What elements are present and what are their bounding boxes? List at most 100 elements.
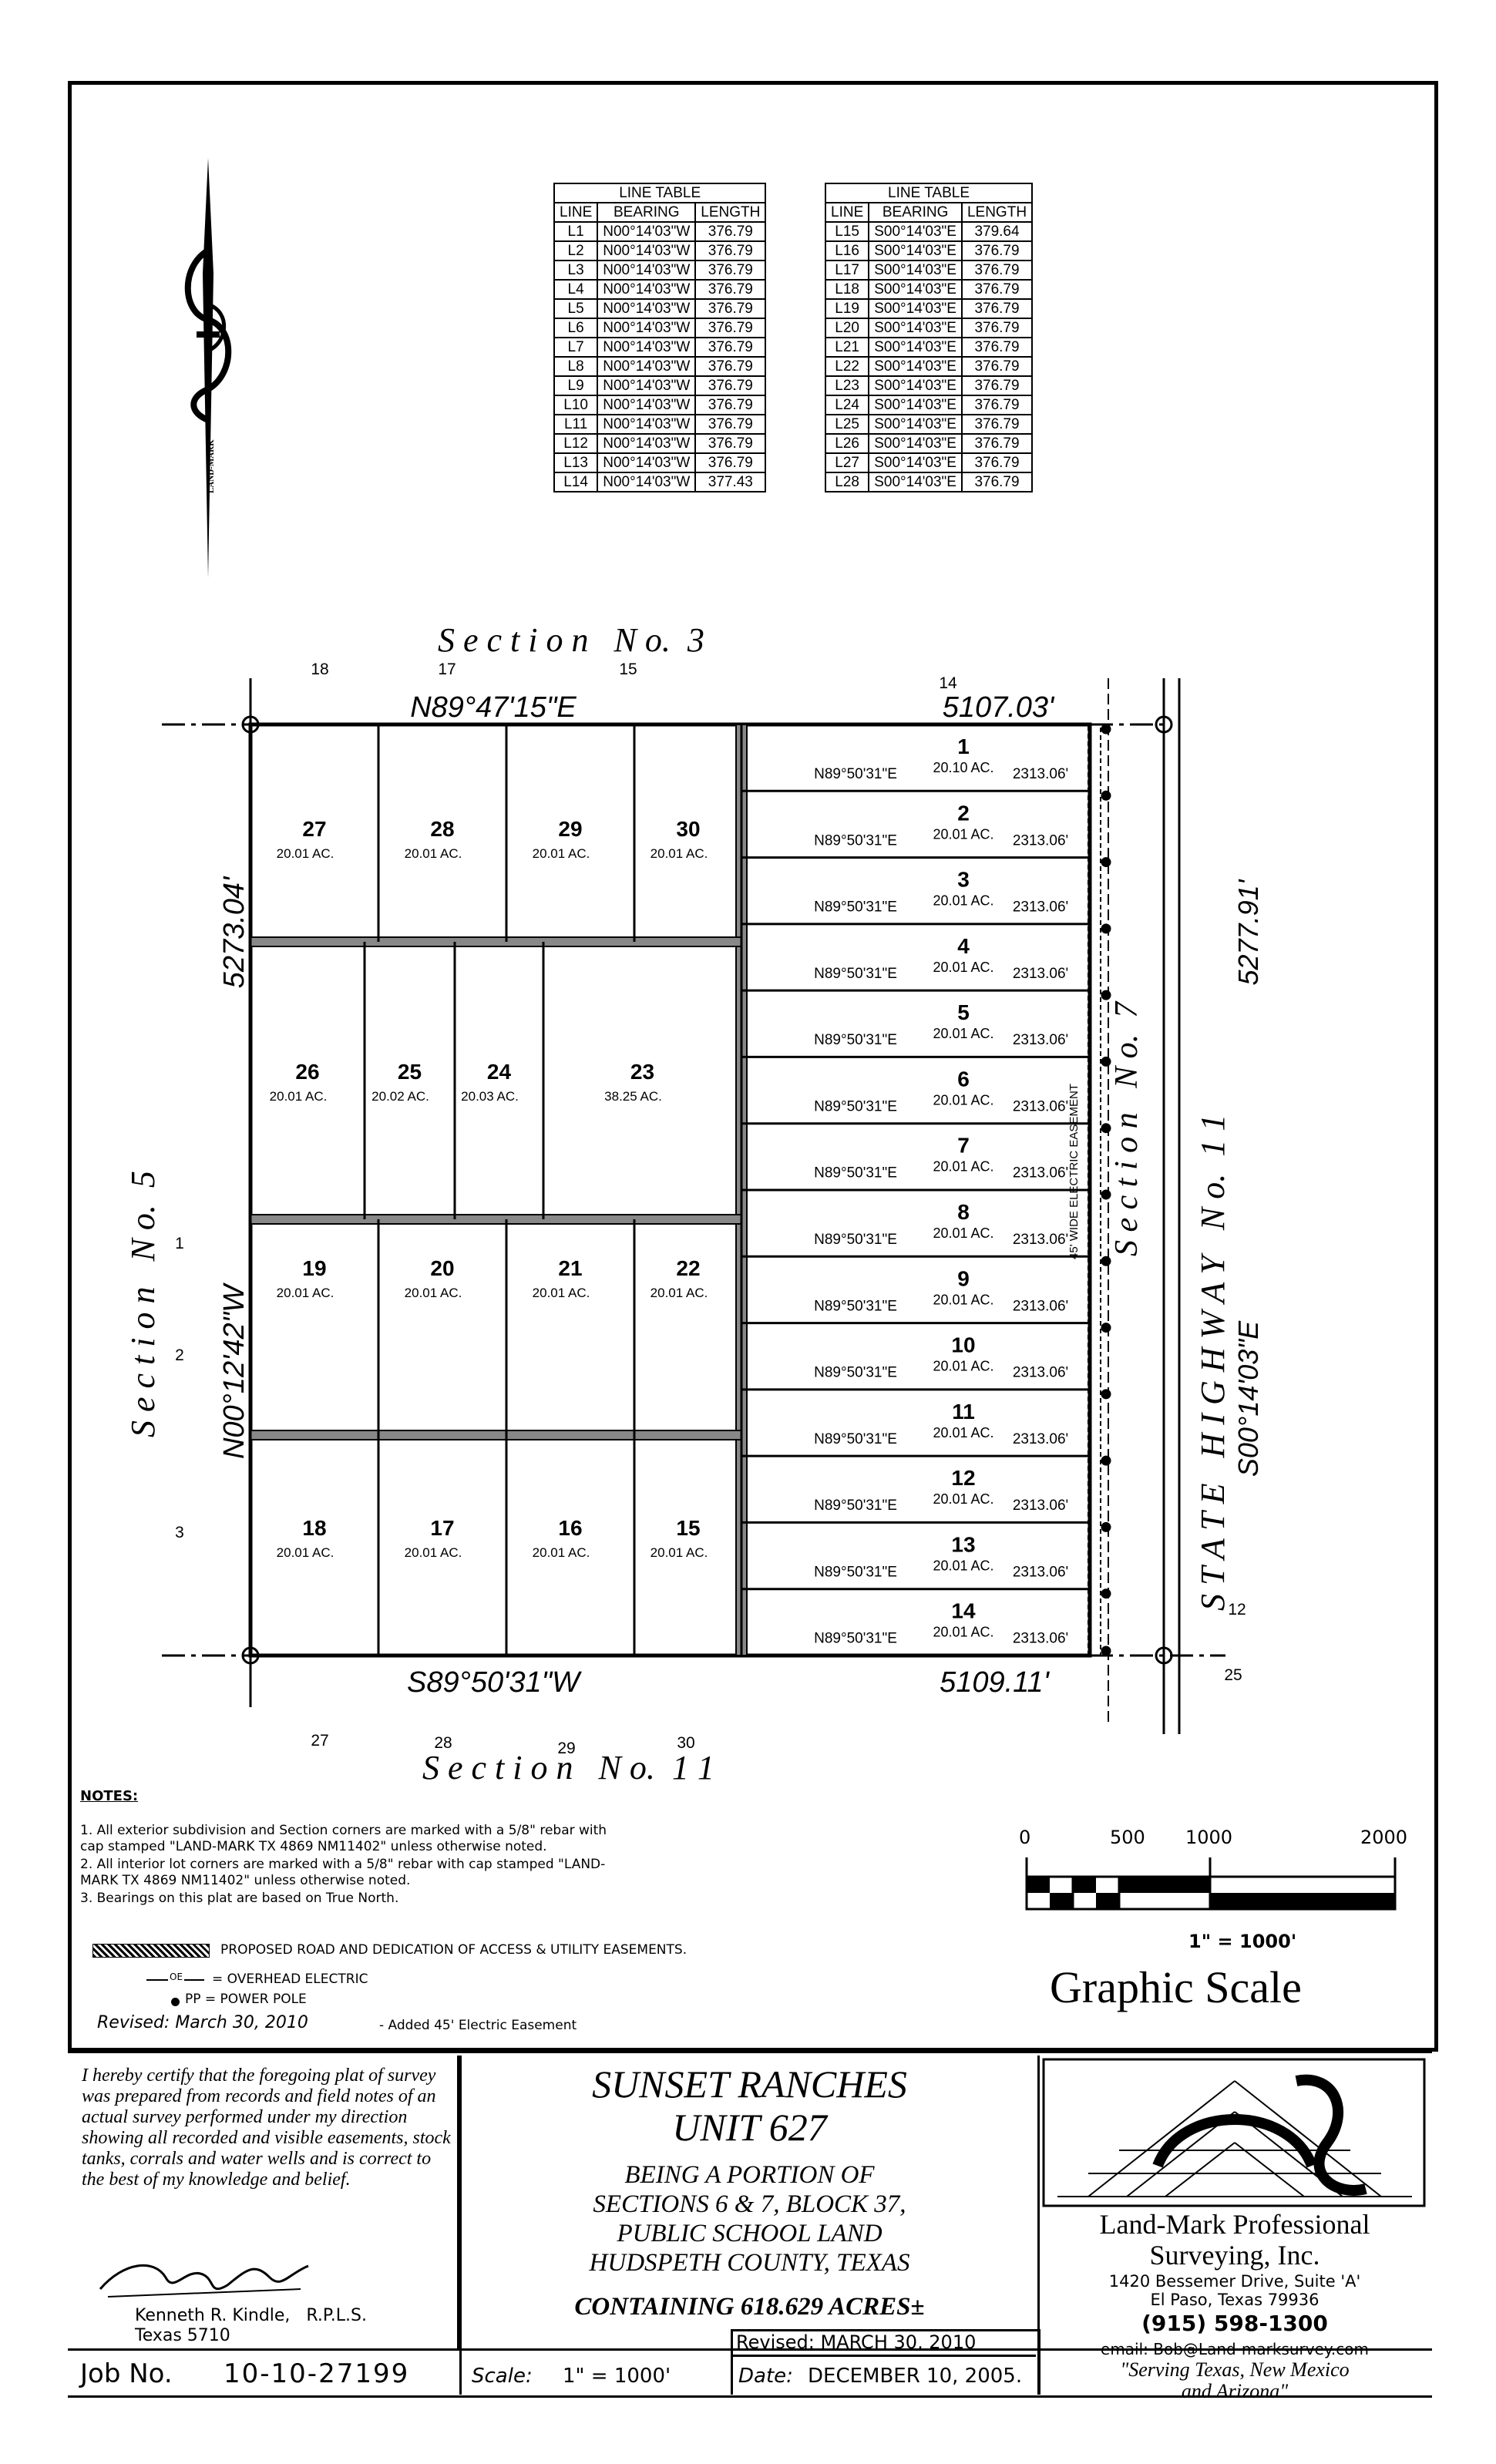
road-legend-swatch: [92, 1944, 210, 1958]
scale-label: Scale:: [472, 2365, 533, 2388]
lot-acreage: 20.01 AC.: [933, 1625, 993, 1640]
line-table-cell: 376.79: [960, 414, 1034, 435]
line-table-header: LENGTH: [694, 202, 767, 223]
lot-number: 9: [957, 1266, 970, 1290]
title-divider-1: [459, 2056, 462, 2395]
lot-number: 14: [951, 1599, 976, 1623]
line-table-cell: S00°14'03"E: [868, 221, 963, 242]
lot-bearing: N89°50'31"E: [814, 1298, 897, 1314]
line-table-cell: 376.79: [960, 375, 1034, 396]
power-pole-icon: [1101, 1521, 1111, 1532]
line-table-cell: L2: [553, 240, 599, 261]
line-table-header: BEARING: [868, 202, 963, 223]
line-table-header: BEARING: [597, 202, 697, 223]
job-label: Job No.: [80, 2358, 173, 2389]
power-pole-icon: [1101, 1323, 1111, 1333]
lot-number: 16: [558, 1516, 582, 1540]
power-pole-icon: [1101, 1588, 1111, 1599]
lot-bearing: N89°50'31"E: [814, 1232, 897, 1248]
lot-acreage: 20.01 AC.: [933, 826, 993, 842]
lot-acreage: 20.01 AC.: [933, 1292, 993, 1307]
line-table-cell: 376.79: [694, 318, 767, 338]
line-table-cell: 376.79: [694, 452, 767, 473]
line-table-cell: 379.64: [960, 221, 1034, 242]
section-number: 12: [1228, 1601, 1246, 1619]
lot-number: 3: [957, 868, 970, 892]
line-table-cell: N00°14'03"W: [597, 318, 697, 338]
line-table-cell: L16: [824, 240, 870, 261]
section-top-label: S e c t i o n N o. 3: [438, 621, 704, 659]
line-table-cell: L7: [553, 337, 599, 358]
lot-bearing: N89°50'31"E: [814, 1365, 897, 1381]
section-number: 25: [1224, 1666, 1242, 1684]
lot-bearing: N89°50'31"E: [814, 1165, 897, 1182]
section-number: 3: [175, 1524, 184, 1541]
revised-legend: Revised: March 30, 2010: [97, 2013, 308, 2032]
line-table-cell: N00°14'03"W: [597, 260, 697, 281]
road-legend-text: PROPOSED ROAD AND DEDICATION OF ACCESS &…: [220, 1942, 687, 1958]
surveyor-registration: Texas 5710: [135, 2326, 230, 2345]
lot-bearing: N89°50'31"E: [814, 1631, 897, 1647]
lot-number: 26: [295, 1060, 319, 1084]
line-table-cell: S00°14'03"E: [868, 260, 963, 281]
scale-ratio: 1" = 1000': [1188, 1931, 1297, 1952]
section-number: 29: [557, 1740, 575, 1757]
line-table-cell: L23: [824, 375, 870, 396]
section-number: 18: [311, 661, 328, 678]
line-table-cell: N00°14'03"W: [597, 221, 697, 242]
section-number: 15: [619, 661, 637, 678]
line-table-cell: N00°14'03"W: [597, 298, 697, 319]
sheet-border: [68, 81, 1438, 2052]
lot-bearing: N89°50'31"E: [814, 899, 897, 916]
title-block-bottom-rule: [68, 2348, 1432, 2351]
lot-acreage: 20.01 AC.: [933, 1159, 993, 1175]
line-table-cell: L18: [824, 279, 870, 300]
line-table-cell: S00°14'03"E: [868, 433, 963, 454]
lot-acreage: 20.01 AC.: [651, 1286, 708, 1300]
line-table-cell: N00°14'03"W: [597, 337, 697, 358]
section-number: 27: [311, 1732, 328, 1750]
lot-bearing: N89°50'31"E: [814, 1431, 897, 1447]
line-table-cell: L1: [553, 221, 599, 242]
line-table-cell: 376.79: [960, 356, 1034, 377]
revised-date: Revised: MARCH 30, 2010: [736, 2331, 977, 2353]
section-number: 14: [939, 674, 957, 692]
lot-acreage: 20.01 AC.: [933, 1026, 993, 1041]
company-address-1: 1420 Bessemer Drive, Suite 'A': [1108, 2272, 1361, 2291]
line-table-cell: L17: [824, 260, 870, 281]
lot-acreage: 20.01 AC.: [651, 1545, 708, 1560]
lot-acreage: 20.01 AC.: [933, 1491, 993, 1507]
line-table-cell: L3: [553, 260, 599, 281]
line-table-cell: 376.79: [694, 395, 767, 415]
power-pole-icon: [1101, 1256, 1111, 1266]
right-distance: 5277.91': [1232, 879, 1264, 985]
line-table-cell: S00°14'03"E: [868, 298, 963, 319]
lot-length: 2313.06': [1013, 766, 1068, 782]
project-title-2: UNIT 627: [672, 2106, 827, 2149]
line-table-cell: 376.79: [694, 375, 767, 396]
lot-acreage: 20.03 AC.: [461, 1089, 519, 1104]
lot-number: 28: [430, 817, 454, 841]
lot-length: 2313.06': [1013, 832, 1068, 849]
section-7-label: S e c t i o n N o. 7: [1109, 1001, 1145, 1256]
lot-number: 5: [957, 1000, 970, 1024]
lot-number: 2: [957, 801, 970, 825]
line-table-cell: 376.79: [694, 337, 767, 358]
lot-number: 18: [302, 1516, 326, 1540]
line-table-cell: 376.79: [694, 221, 767, 242]
lot-acreage: 20.01 AC.: [405, 1286, 462, 1300]
lot-acreage: 20.01 AC.: [533, 1286, 590, 1300]
access-road: [250, 1214, 742, 1225]
